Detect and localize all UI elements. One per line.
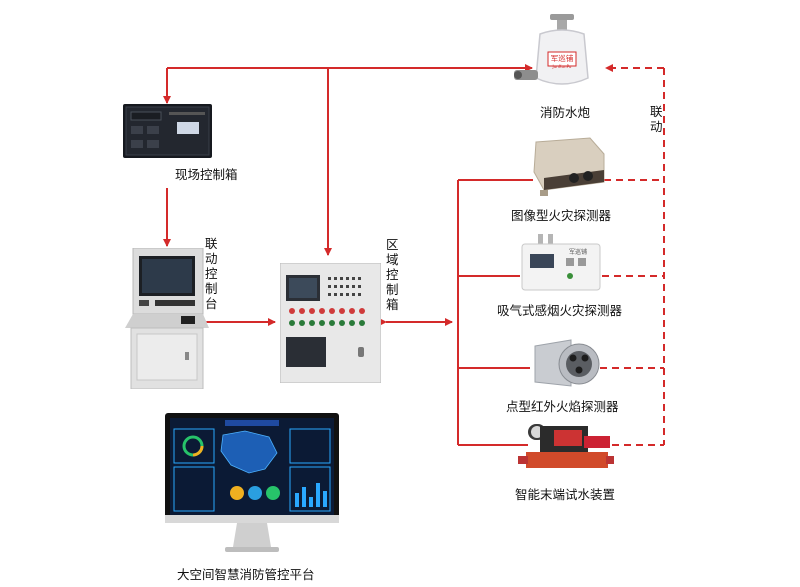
field-control-box bbox=[123, 104, 212, 158]
linkage-console bbox=[125, 247, 209, 390]
field-box-label: 现场控制箱 bbox=[175, 167, 238, 182]
aspirating-detector-label: 吸气式感烟火灾探测器 bbox=[497, 303, 623, 318]
image-fire-detector bbox=[530, 132, 608, 198]
svg-text:JunXunPu: JunXunPu bbox=[552, 64, 572, 69]
svg-text:军巡铺: 军巡铺 bbox=[551, 53, 574, 63]
ir-detector-label: 点型红外火焰探测器 bbox=[506, 399, 619, 414]
water-cannon-label: 消防水炮 bbox=[540, 105, 591, 120]
ir-flame-detector bbox=[531, 336, 600, 392]
management-platform-monitor bbox=[165, 413, 339, 561]
image-detector-label: 图像型火灾探测器 bbox=[511, 208, 612, 223]
aspirating-smoke-detector: 军巡铺 bbox=[520, 234, 603, 294]
svg-text:军巡铺: 军巡铺 bbox=[569, 248, 587, 256]
test-device-label: 智能末端试水装置 bbox=[515, 487, 616, 502]
water-cannon: 军巡铺 JunXunPu bbox=[512, 12, 612, 102]
console-label: 联动控制台 bbox=[205, 236, 218, 311]
linkage-label: 联动 bbox=[650, 104, 663, 134]
zone-control-box bbox=[279, 262, 382, 384]
zone-box-label: 区域控制箱 bbox=[386, 237, 399, 312]
platform-label: 大空间智慧消防管控平台 bbox=[177, 567, 315, 582]
end-water-test-device bbox=[518, 422, 614, 480]
